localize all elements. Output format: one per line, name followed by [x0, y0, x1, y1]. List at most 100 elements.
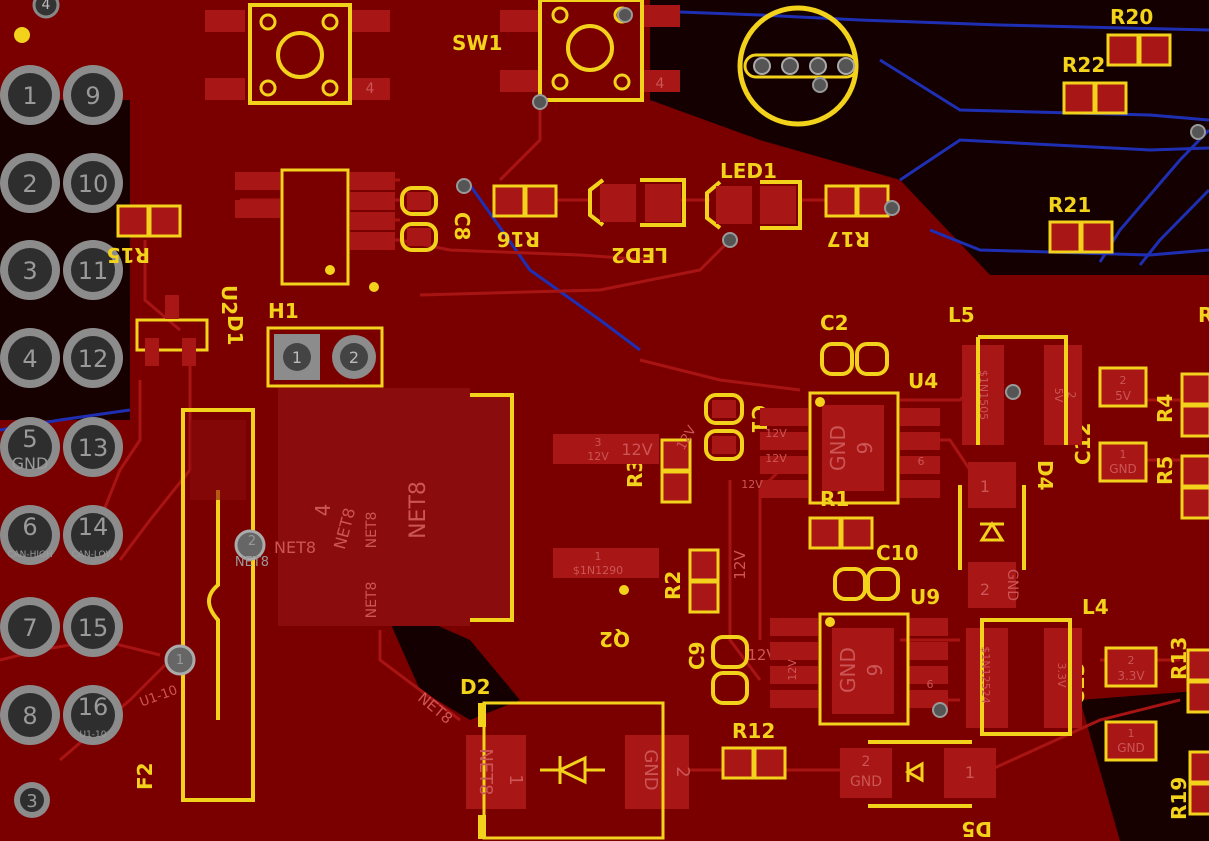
round-connector[interactable]: [737, 5, 859, 127]
trace-net12v-vert: 12V: [731, 550, 749, 580]
r1-resistor[interactable]: [808, 516, 874, 550]
header-pin-3[interactable]: 2: [0, 153, 60, 213]
label-c9: C9: [685, 641, 709, 670]
f2-fuse[interactable]: [164, 408, 266, 802]
r17-resistor[interactable]: [824, 184, 890, 218]
led1[interactable]: [705, 180, 802, 230]
r20-resistor[interactable]: [1106, 33, 1172, 67]
c12-pin1: 1: [1120, 448, 1127, 461]
d2-net8: NET8: [475, 748, 496, 795]
u4-ic[interactable]: [760, 391, 940, 505]
label-q2: Q2: [599, 627, 630, 651]
u4-pin9: 9: [853, 442, 877, 455]
regulator-net8-d: NET8: [364, 512, 380, 549]
c2-capacitor[interactable]: [820, 342, 889, 376]
l4-inductor[interactable]: [966, 618, 1082, 736]
r2-resistor[interactable]: [688, 548, 720, 614]
q2-pad1-pin: 1: [595, 550, 602, 563]
d4-pin2: 2: [980, 580, 990, 599]
header-pin-number: 8: [22, 702, 37, 730]
f2-pad2-label: 2: [248, 534, 256, 549]
header-pin-number: 6: [22, 513, 37, 541]
label-h1: H1: [268, 299, 299, 323]
header-pin-14[interactable]: 15: [63, 597, 123, 657]
d2-pin2: 2: [672, 766, 693, 777]
u9-pin9: 9: [863, 664, 887, 677]
d5-pin2: 2: [862, 754, 871, 770]
regulator-net8-c: NET8: [364, 582, 380, 619]
r12-resistor[interactable]: [721, 746, 787, 780]
c13-capacitor[interactable]: [1104, 646, 1158, 762]
label-l4: L4: [1082, 595, 1109, 619]
label-c8: C8: [450, 212, 474, 241]
copper-pours: [278, 388, 510, 626]
q2-pads[interactable]: [553, 434, 659, 578]
l5-inductor[interactable]: [962, 335, 1082, 445]
r21-resistor[interactable]: [1048, 220, 1114, 254]
r22-resistor[interactable]: [1062, 81, 1128, 115]
sw1-pushbutton-right[interactable]: [500, 0, 680, 102]
c12-pin2: 2: [1120, 374, 1127, 387]
header-pin-extra[interactable]: 3: [14, 782, 50, 818]
label-sw1: SW1: [452, 31, 502, 55]
header-pin-8[interactable]: 12: [63, 328, 123, 388]
header-pin-sublabel: CAN-LOW: [71, 550, 114, 560]
d5-pin1: 1: [965, 763, 975, 782]
r15-resistor[interactable]: [116, 204, 182, 238]
f2-net8-label: NET8: [274, 538, 316, 557]
l4-3v3: 3.3V: [1055, 662, 1068, 687]
c8-capacitor[interactable]: [400, 186, 438, 252]
r19-resistor[interactable]: [1188, 750, 1209, 816]
label-d5: D5: [961, 817, 992, 841]
label-r9: R9: [1198, 303, 1209, 327]
header-pin-4[interactable]: 10: [63, 153, 123, 213]
r5-resistor[interactable]: [1180, 454, 1209, 520]
u4-12v-a: 12V: [765, 427, 787, 440]
c1-capacitor[interactable]: [704, 393, 744, 461]
h1-jumper[interactable]: [266, 326, 384, 388]
d5-diode[interactable]: [840, 740, 996, 808]
sw1-pushbutton-left[interactable]: [205, 3, 390, 105]
label-r22: R22: [1062, 53, 1105, 77]
d4-diode[interactable]: [958, 462, 1026, 608]
d2-pin1: 1: [505, 774, 526, 785]
label-l5: L5: [948, 303, 975, 327]
header-pin-number: 15: [78, 614, 109, 642]
label-r15: R15: [107, 243, 150, 267]
regulator-net8-a: NET8: [406, 481, 431, 539]
header-pin-7[interactable]: 4: [0, 328, 60, 388]
header-pin-15[interactable]: 8: [0, 685, 60, 745]
c12-capacitor[interactable]: [1098, 366, 1148, 483]
header-pin-number: 10: [78, 170, 109, 198]
r4-resistor[interactable]: [1180, 372, 1209, 438]
label-led1: LED1: [720, 159, 777, 183]
u9-ic[interactable]: [770, 612, 948, 726]
header-pin-2[interactable]: 9: [63, 65, 123, 125]
header-pin-10[interactable]: 13: [63, 417, 123, 477]
r16-resistor[interactable]: [492, 184, 558, 218]
d4-pin1: 1: [980, 477, 990, 496]
l5-net: $1N1505: [977, 370, 990, 420]
d1-diode[interactable]: [135, 295, 209, 366]
r3-resistor[interactable]: [660, 438, 692, 504]
label-u2: U2: [217, 285, 241, 315]
c9-capacitor[interactable]: [711, 635, 749, 705]
r13-resistor[interactable]: [1186, 648, 1209, 714]
led2[interactable]: [588, 178, 686, 227]
label-c2: C2: [820, 311, 849, 335]
label-u4: U4: [908, 369, 938, 393]
header-pin-5[interactable]: 3: [0, 240, 60, 300]
u2-ic[interactable]: [235, 168, 395, 286]
header-pin-13[interactable]: 7: [0, 597, 60, 657]
c10-capacitor[interactable]: [833, 567, 900, 601]
header-pin-1[interactable]: 1: [0, 65, 60, 125]
c13-pin1: 1: [1128, 727, 1135, 740]
header-pin-6[interactable]: 11: [63, 240, 123, 300]
corner-hole-label: 4: [42, 0, 51, 13]
d2-diode[interactable]: [466, 701, 689, 840]
